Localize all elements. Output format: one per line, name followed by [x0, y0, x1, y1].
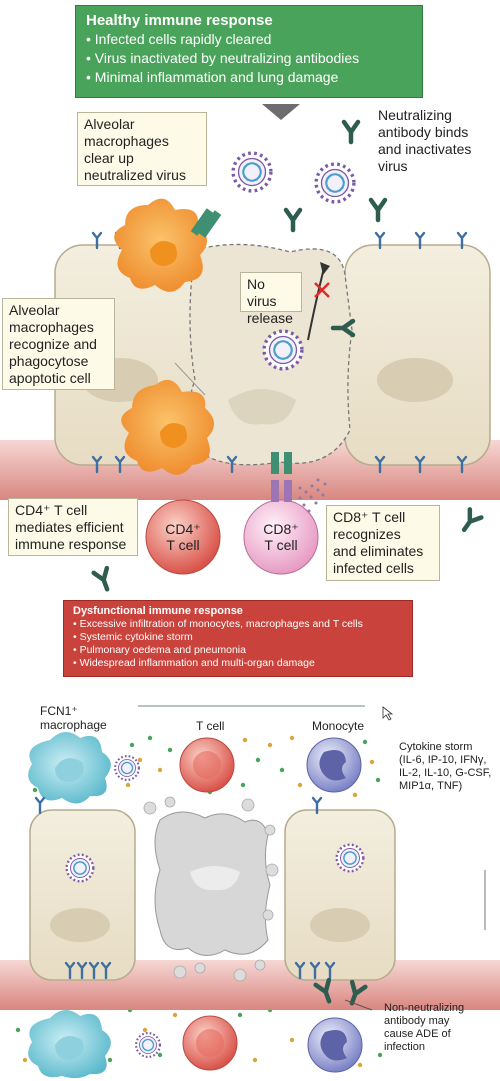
callout-line: release — [247, 310, 293, 326]
callout-line: Alveolar — [9, 302, 60, 318]
callout-line: CD4⁺ T cell — [15, 502, 88, 518]
cd8-cell-label: CD8⁺ T cell — [248, 521, 314, 553]
label-line: and inactivates — [378, 141, 472, 157]
dysfunctional-item: • Excessive infiltration of monocytes, m… — [73, 618, 363, 630]
callout-line: macrophages — [84, 133, 169, 149]
cell-label-line: T cell — [166, 537, 200, 553]
callout-line: phagocytose — [9, 353, 89, 369]
no-release-callout: No virus release — [240, 272, 302, 326]
callout-line: immune response — [15, 536, 127, 552]
cd8-cell — [243, 499, 319, 575]
callout-line: apoptotic cell — [9, 370, 91, 386]
debris-circles — [143, 796, 279, 982]
label-line: Neutralizing — [378, 107, 452, 123]
healthy-item: • Infected cells rapidly cleared — [86, 31, 272, 47]
callout-line: and eliminates — [333, 543, 424, 559]
healthy-item: • Virus inactivated by neutralizing anti… — [86, 50, 360, 66]
label-line: infection — [384, 1041, 425, 1053]
epithelium-bottom — [0, 809, 500, 1010]
cd4-callout: CD4⁺ T cell mediates efficient immune re… — [8, 498, 138, 556]
cd8-callout: CD8⁺ T cell recognizes and eliminates in… — [326, 505, 440, 581]
callout-line: recognize and — [9, 336, 97, 352]
tcell-label: T cell — [196, 719, 225, 733]
dysfunctional-item: • Systemic cytokine storm — [73, 631, 193, 643]
cytokine-storm-label: Cytokine storm (IL-6, IP-10, IFNγ, IL-2,… — [399, 741, 499, 793]
callout-line: mediates efficient — [15, 519, 124, 535]
label-line: virus — [378, 158, 408, 174]
callout-line: clear up — [84, 150, 134, 166]
healthy-item: • Minimal inflammation and lung damage — [86, 69, 339, 85]
dysfunctional-title: Dysfunctional immune response — [73, 605, 243, 617]
label-line: antibody binds — [378, 124, 469, 140]
callout-line: Alveolar — [84, 116, 135, 132]
healthy-response-box: Healthy immune response • Infected cells… — [75, 5, 423, 98]
callout-line: neutralized virus — [84, 167, 186, 183]
label-line: MIP1α, TNF) — [399, 780, 463, 792]
cell-label-line: T cell — [264, 537, 298, 553]
antibody-label: Neutralizing antibody binds and inactiva… — [378, 107, 496, 175]
label-line: (IL-6, IP-10, IFNγ, — [399, 754, 487, 766]
cursor-icon — [382, 706, 394, 721]
label-line: Non-neutralizing — [384, 1002, 465, 1014]
label-line: IL-2, IL-10, G-CSF, — [399, 767, 492, 779]
monocyte-label: Monocyte — [312, 719, 365, 733]
macrophage-clear-callout: Alveolar macrophages clear up neutralize… — [77, 112, 207, 186]
dysfunctional-response-box: Dysfunctional immune response • Excessiv… — [63, 600, 413, 677]
callout-line: macrophages — [9, 319, 94, 335]
healthy-title: Healthy immune response — [86, 12, 273, 29]
label-line: FCN1⁺ — [40, 704, 78, 718]
callout-line: recognizes — [333, 526, 401, 542]
callout-line: CD8⁺ T cell — [333, 509, 406, 525]
label-line: macrophage — [40, 718, 107, 732]
ade-label: Non-neutralizing antibody may cause ADE … — [384, 1002, 494, 1054]
blocked-release-arrow — [307, 267, 325, 341]
dysfunctional-item: • Pulmonary oedema and pneumonia — [73, 644, 246, 656]
macrophage-phago-callout: Alveolar macrophages recognize and phago… — [2, 298, 115, 390]
callout-line: infected cells — [333, 560, 414, 576]
fcn1-label: FCN1⁺ macrophage — [40, 704, 130, 732]
arrow-down-marker — [262, 104, 300, 120]
cell-label-line: CD4⁺ — [165, 521, 201, 537]
label-line: Cytokine storm — [399, 741, 473, 753]
cytokine-dots — [15, 735, 383, 1068]
dysfunctional-item: • Widespread inflammation and multi-orga… — [73, 657, 315, 669]
granzyme-dots — [298, 478, 327, 513]
cell-label-line: CD8⁺ — [263, 521, 299, 537]
cd4-cell-label: CD4⁺ T cell — [150, 521, 216, 553]
label-line: antibody may — [384, 1015, 450, 1027]
callout-line: No virus — [247, 276, 277, 309]
cd4-cell — [145, 499, 221, 575]
label-line: cause ADE of — [384, 1028, 451, 1040]
